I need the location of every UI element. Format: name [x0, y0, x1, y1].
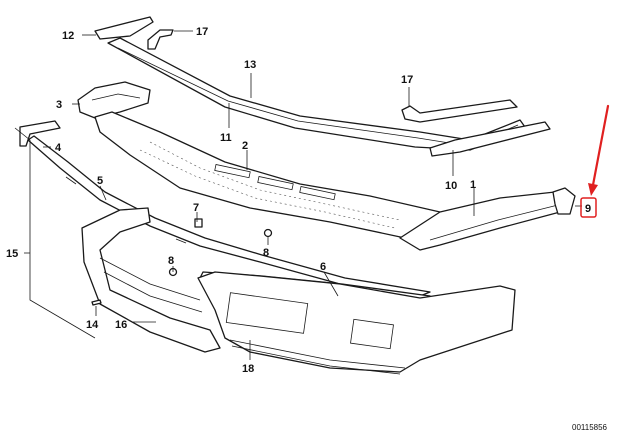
callout-17-top: 17	[196, 26, 208, 38]
callout-1: 1	[470, 179, 476, 191]
callout-18: 18	[242, 363, 254, 375]
callout-4: 4	[55, 142, 62, 154]
callout-17-right: 17	[401, 74, 413, 86]
callout-15: 15	[6, 248, 18, 260]
part-3-bracket	[77, 81, 151, 119]
part-17-right-trim	[401, 99, 518, 123]
diagram-code: 00115856	[572, 423, 608, 432]
part-17-top-trim	[147, 29, 174, 50]
callout-14: 14	[86, 319, 99, 331]
callout-7: 7	[193, 202, 199, 214]
callout-12: 12	[62, 30, 74, 42]
part-4-side-trim	[19, 120, 61, 147]
callout-9-highlight-box	[580, 197, 597, 218]
callout-10: 10	[445, 180, 457, 192]
leader-lines	[24, 30, 582, 360]
part-13-upper-strip	[107, 37, 526, 151]
part-18-lower-bumper-right	[197, 271, 516, 373]
red-pointer-arrow-icon	[588, 104, 610, 196]
callout-9: 9	[585, 203, 591, 215]
fastener-7	[194, 218, 203, 228]
part-12-corner-trim	[94, 16, 154, 40]
callout-11: 11	[220, 132, 232, 144]
callout-6: 6	[320, 261, 326, 273]
fastener-8-upper	[263, 228, 273, 238]
callout-16: 16	[115, 319, 127, 331]
part-10-side-trim	[429, 121, 551, 157]
screw-14	[91, 299, 102, 306]
part-9-clip	[552, 187, 576, 215]
part-16-lower-bumper-left	[81, 207, 221, 353]
callout-2: 2	[242, 140, 248, 152]
callout-3: 3	[56, 99, 62, 111]
callout-5: 5	[97, 175, 103, 187]
callout-8-upper: 8	[263, 247, 269, 259]
callout-8-lower: 8	[168, 255, 174, 267]
callout-13: 13	[244, 59, 256, 71]
part-1-bumper-cover	[399, 191, 569, 251]
part-15-assembly-bracket	[14, 127, 96, 339]
